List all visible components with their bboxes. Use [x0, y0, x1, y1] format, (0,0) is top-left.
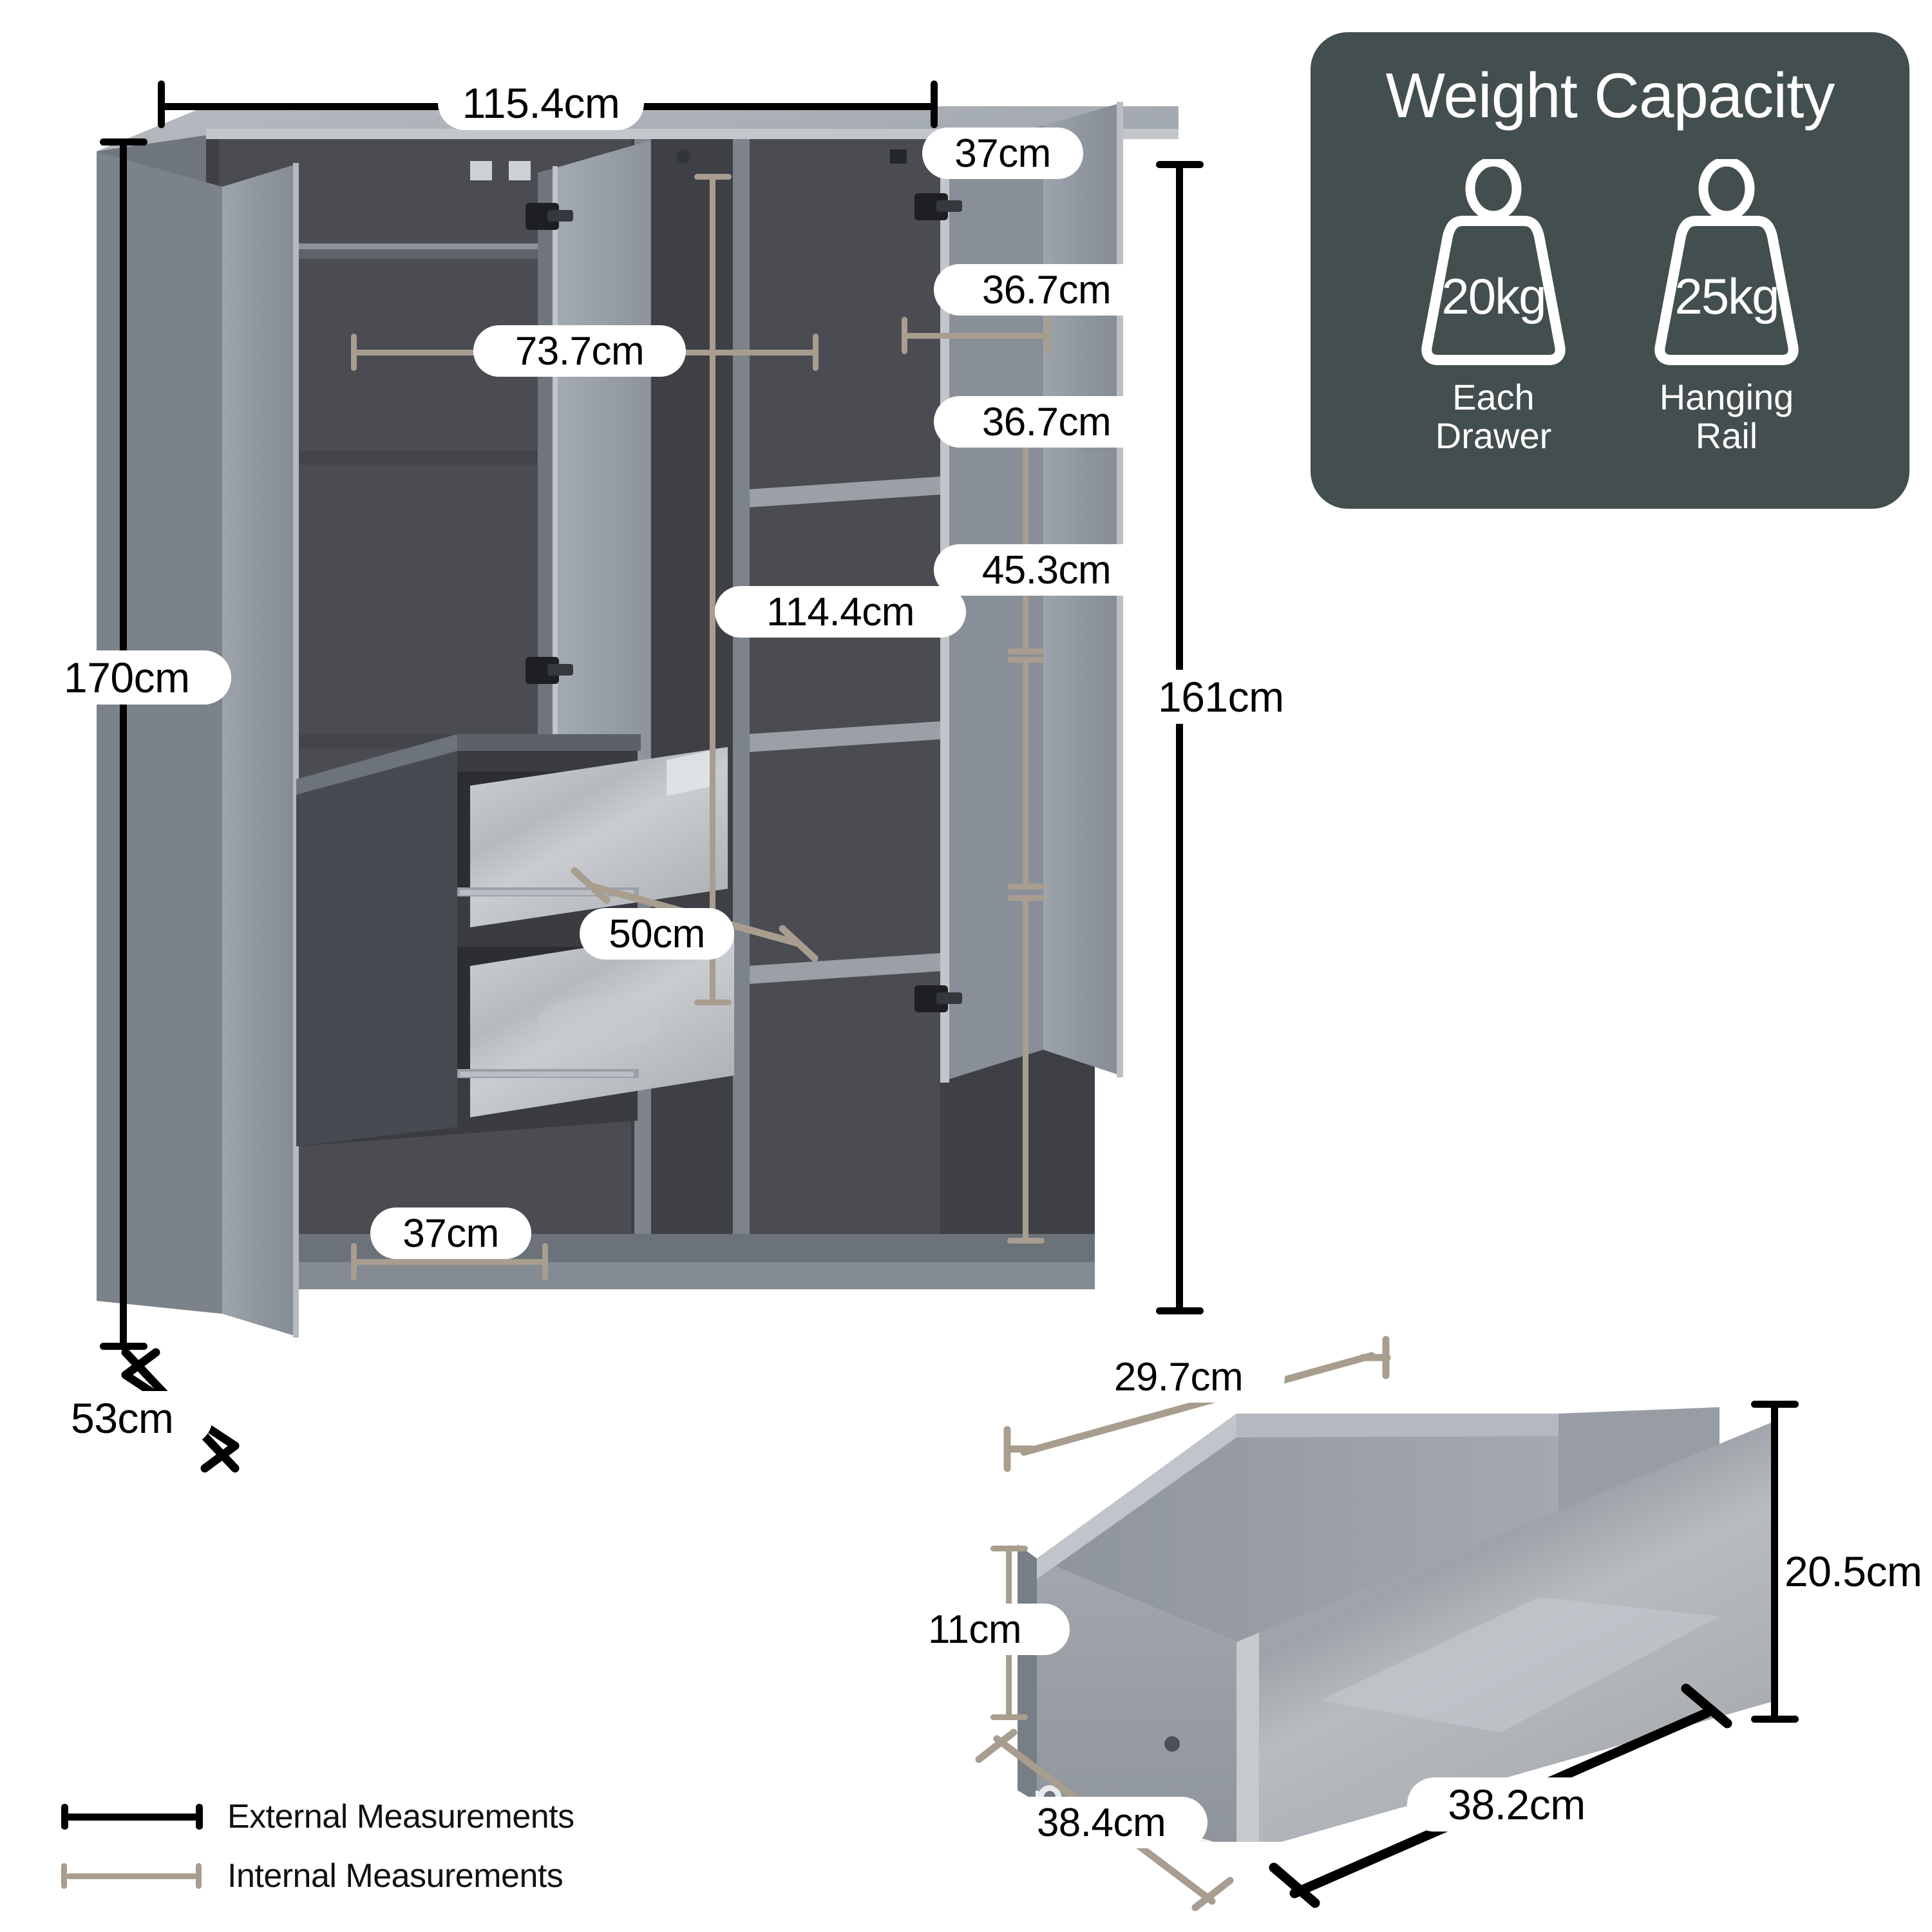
dim-shelfw-cap-right [1045, 317, 1050, 354]
weight-caption-line2: Rail [1695, 415, 1758, 457]
dim-hang-cap-bottom [694, 999, 732, 1005]
dim-drawer-eh-cap-bottom [1751, 1716, 1799, 1723]
hinge-icon [526, 203, 559, 230]
dim-shelf2-cap-bottom [1007, 884, 1045, 889]
dim-rail-cap-right [813, 334, 819, 371]
wardrobe-base [206, 1234, 1095, 1262]
label-drawer-internal-width: 29.7cm [1072, 1351, 1285, 1403]
weight-value: 25kg [1674, 268, 1779, 325]
label-shelf-height-1: 36.7cm [934, 264, 1159, 316]
label-drawer-external-width: 38.2cm [1407, 1777, 1626, 1832]
legend-label-internal: Internal Measurements [227, 1857, 564, 1895]
weight-item-drawer: 20kg Each Drawer [1413, 156, 1574, 457]
weight-items: 20kg Each Drawer 25kg Hanging Rai [1413, 156, 1807, 457]
dim-drawer-ih-cap-bottom [990, 1714, 1028, 1720]
label-shelf-height-2: 36.7cm [934, 396, 1159, 448]
right-column-back [747, 139, 940, 1234]
drawer-front-upper [470, 747, 728, 927]
right-shelf-1 [747, 477, 940, 507]
weight-caption-line1: Hanging [1659, 377, 1794, 417]
hinge-icon [914, 193, 948, 220]
dim-drawer-eh-bar [1771, 1401, 1778, 1723]
dim-lower-bar [351, 1259, 547, 1265]
weight-caption-line1: Each [1452, 377, 1535, 417]
weight-icon: 20kg [1413, 156, 1574, 372]
dim-bottom-bar [1023, 895, 1028, 1243]
centre-door-panel [557, 140, 650, 857]
label-hang-height: 114.4cm [715, 586, 966, 638]
dim-drawer-ih-cap-top [990, 1546, 1028, 1551]
weight-capacity-title: Weight Capacity [1385, 60, 1835, 131]
dim-lower-cap-left [351, 1243, 357, 1280]
dim-shelf2-bar [1023, 657, 1028, 889]
right-divider [733, 139, 750, 1234]
dim-shelfw-cap-left [902, 317, 907, 354]
dim-lower-cap-right [542, 1243, 548, 1280]
hinge-icon [526, 657, 559, 684]
weight-icon: 25kg [1646, 156, 1807, 372]
dim-doorheight-cap-top [1156, 161, 1204, 168]
weight-capacity-card: Weight Capacity 20kg Each Drawer [1311, 32, 1909, 509]
dim-width-cap-right [931, 80, 938, 128]
weight-item-rail: 25kg Hanging Rail [1646, 156, 1807, 457]
right-shelf-2 [747, 721, 940, 752]
right-shelf-3 [747, 953, 940, 984]
dim-width-cap-left [158, 80, 165, 128]
drawer-left-side [1037, 1558, 1236, 1842]
left-door-edge [97, 151, 222, 1314]
label-rail-width: 73.7cm [473, 325, 686, 377]
label-depth: 53cm [64, 1391, 213, 1445]
dim-rail-cap-left [351, 334, 357, 371]
external-measurement-swatch [61, 1804, 203, 1830]
legend-row-internal: Internal Measurements [61, 1846, 574, 1906]
dim-drawer-eh-cap-top [1751, 1401, 1799, 1408]
hinge-icon [914, 985, 948, 1012]
legend-label-external: External Measurements [227, 1798, 574, 1835]
weight-caption: Each Drawer [1435, 377, 1552, 457]
legend-row-external: External Measurements [61, 1787, 574, 1846]
label-width: 115.4cm [438, 76, 644, 130]
dim-hang-cap-top [694, 174, 732, 180]
dim-shelf2-cap-top [1007, 657, 1045, 663]
label-door-height: 161cm [1140, 670, 1332, 724]
weight-caption-line2: Drawer [1435, 415, 1552, 457]
label-drawer-unit-width: 50cm [580, 908, 734, 960]
internal-measurement-swatch [61, 1863, 203, 1889]
drawer-module-side [296, 734, 457, 1146]
dim-shelf1-bar [1023, 422, 1028, 654]
left-door-panel [222, 164, 296, 1336]
label-drawer-external-height: 20.5cm [1781, 1544, 1932, 1598]
dim-doorheight-cap-bottom [1156, 1307, 1204, 1314]
dim-bottom-cap-top [1007, 895, 1045, 901]
dim-shelf1-cap-bottom [1007, 649, 1045, 654]
dim-bottom-cap-bottom [1007, 1238, 1045, 1244]
right-door-inner [940, 126, 1043, 1082]
dim-drawer-iw-bar [1003, 1336, 1391, 1472]
dim-height-cap-top [100, 138, 147, 146]
label-lower-width: 37cm [370, 1208, 531, 1259]
measurement-legend: External Measurements Internal Measureme… [61, 1787, 574, 1906]
dim-doorheight-bar [1176, 161, 1183, 1314]
label-drawer-internal-depth: 38.4cm [995, 1797, 1208, 1848]
label-shelf-width-top: 37cm [922, 128, 1083, 179]
label-drawer-internal-height: 11cm [918, 1604, 1070, 1655]
dim-depth-cap-top [100, 1343, 147, 1350]
label-height: 170cm [55, 650, 231, 705]
dim-shelfw-bar [902, 333, 1050, 339]
weight-value: 20kg [1441, 268, 1546, 325]
label-bottom-height: 45.3cm [934, 544, 1159, 596]
dim-hang-bar [710, 174, 715, 1005]
dim-height-bar [120, 138, 127, 1343]
weight-caption: Hanging Rail [1659, 377, 1794, 457]
